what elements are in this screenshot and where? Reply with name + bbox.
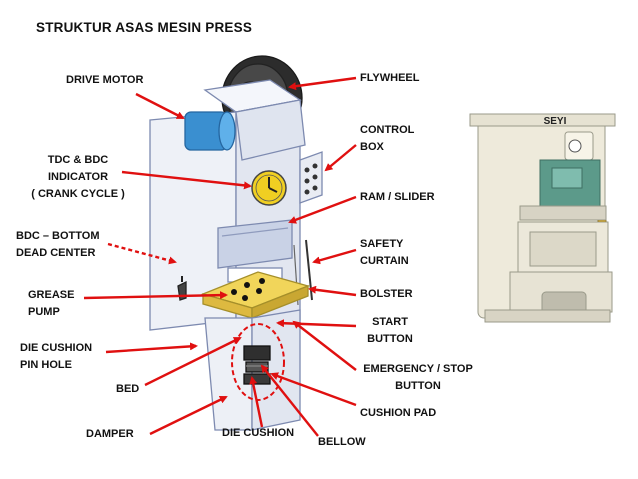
arrow-start	[276, 319, 357, 328]
label-damper: DAMPER	[86, 428, 134, 440]
arrow-bdc	[107, 242, 177, 265]
arrow-cushion-pad	[270, 372, 357, 407]
label-start-button: START BUTTON	[367, 316, 413, 345]
arrow-pin-hole	[105, 342, 198, 354]
arrow-bolster	[308, 285, 357, 297]
arrow-die-cushion	[249, 376, 264, 428]
label-die-cushion-pin-hole: DIE CUSHION PIN HOLE	[20, 342, 93, 371]
label-grease-pump: GREASE PUMP	[28, 289, 75, 318]
drive-motor-shape	[184, 111, 236, 151]
label-ram-slider: RAM / SLIDER	[360, 191, 435, 203]
tdc-indicator-shape	[251, 170, 287, 206]
label-emergency-stop-button: EMERGENCY / STOP BUTTON	[363, 363, 473, 392]
bolster-shape	[200, 271, 311, 319]
callout-arrows	[83, 76, 357, 437]
label-safety-curtain: SAFETY CURTAIN	[360, 238, 409, 267]
label-control-box: CONTROL BOX	[360, 124, 415, 153]
arrow-grease-and-bolster-left	[83, 291, 228, 300]
label-bellow: BELLOW	[318, 436, 366, 448]
arrow-flywheel	[288, 76, 357, 91]
arrow-ram	[288, 195, 357, 224]
arrow-control-box	[324, 144, 357, 172]
label-bolster: BOLSTER	[360, 288, 413, 300]
die-cushion-dashed-highlight	[231, 323, 285, 401]
label-bed: BED	[116, 383, 140, 395]
photo-brand-text: SEYI	[544, 116, 567, 127]
ram-shape	[217, 219, 293, 269]
label-tdc-bdc-indicator: TDC & BDC INDICATOR ( CRANK CYCLE )	[31, 154, 125, 200]
arrow-damper	[149, 395, 228, 436]
arrow-bed	[144, 336, 242, 387]
arrow-bellow	[260, 364, 319, 437]
page-title: STRUKTUR ASAS MESIN PRESS	[36, 20, 253, 35]
label-bdc-bottom-dead-center: BDC – BOTTOM DEAD CENTER	[16, 230, 100, 259]
label-drive-motor: DRIVE MOTOR	[66, 74, 144, 86]
press-machine	[149, 55, 323, 431]
die-cushion-shape	[243, 345, 271, 385]
label-flywheel: FLYWHEEL	[360, 72, 420, 84]
arrow-safety-curtain	[312, 248, 357, 265]
control-box-shape	[299, 151, 323, 204]
label-die-cushion: DIE CUSHION	[222, 427, 295, 439]
arrow-tdc-indicator	[121, 170, 252, 190]
arrow-emergency	[292, 320, 357, 371]
label-cushion-pad: CUSHION PAD	[360, 407, 437, 419]
arrow-drive-motor	[135, 92, 185, 120]
press-photo: SEYI	[469, 113, 616, 323]
